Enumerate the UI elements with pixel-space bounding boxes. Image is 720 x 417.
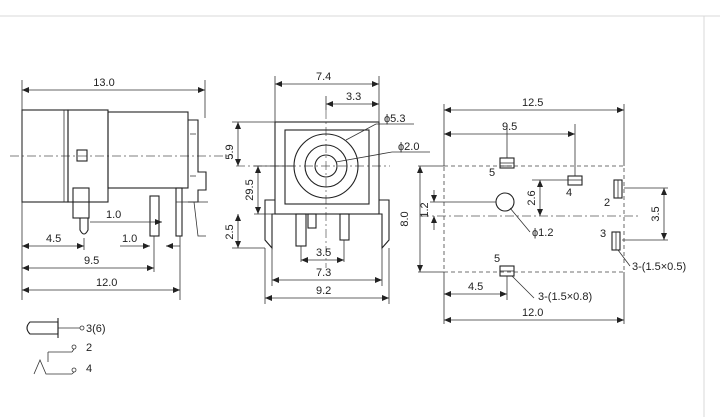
dim-hole-phi: ϕ1.2 [532, 227, 553, 239]
dim-1-2: 1.2 [419, 202, 431, 217]
dim-4-5: 4.5 [46, 233, 61, 245]
dim-12-5: 12.5 [522, 97, 543, 109]
pad-3: 3 [600, 228, 606, 240]
slot-label-2: 3-(1.5×0.8) [538, 291, 592, 303]
dim-8-0: 8.0 [399, 211, 411, 226]
dim-7-3: 7.3 [316, 267, 331, 279]
dim-9-2: 9.2 [316, 285, 331, 297]
schem-pin-2: 2 [86, 342, 92, 354]
dim-7-4: 7.4 [316, 71, 331, 83]
dim-13-0: 13.0 [93, 77, 114, 89]
front-view: 7.4 3.3 ϕ5.3 ϕ2.0 5.9 29.5 2.5 3.5 7.3 9… [224, 71, 430, 304]
pad-2: 2 [604, 197, 610, 209]
dim-1-0-a: 1.0 [106, 209, 121, 221]
dim-phi-2-0: ϕ2.0 [398, 141, 419, 153]
dim-2-5: 2.5 [224, 224, 236, 239]
dim-12-0: 12.0 [96, 277, 117, 289]
dim-5-9: 5.9 [224, 144, 236, 159]
dim-fp-12-0: 12.0 [522, 307, 543, 319]
pad-5-bottom: 5 [494, 253, 500, 265]
dim-29-5: 29.5 [244, 179, 256, 200]
side-view: 13.0 1.0 4.5 1.0 9.5 12.0 [10, 77, 232, 300]
dim-fp-3-5: 3.5 [650, 206, 662, 221]
dim-phi-5-3: ϕ5.3 [384, 113, 405, 125]
dim-9-5: 9.5 [84, 255, 99, 267]
pad-5-top: 5 [489, 167, 495, 179]
schem-pin-3: 3(6) [86, 323, 106, 335]
pad-4: 4 [566, 187, 572, 199]
dim-fp-9-5: 9.5 [502, 121, 517, 133]
dim-2-6: 2.6 [526, 190, 538, 205]
phi-symbol: ϕ [384, 113, 390, 125]
pcb-footprint: 5 4 2 3 5 12.5 [399, 97, 686, 324]
slot-label-1: 3-(1.5×0.5) [632, 261, 686, 273]
phi-symbol: ϕ [398, 141, 404, 153]
dim-1-0-b: 1.0 [122, 233, 137, 245]
dim-3-5: 3.5 [316, 247, 331, 259]
dim-fp-4-5: 4.5 [468, 281, 483, 293]
schem-pin-4: 4 [86, 363, 92, 375]
dim-3-3: 3.3 [346, 91, 361, 103]
schematic-symbol: 3(6) 2 4 [26, 318, 106, 375]
